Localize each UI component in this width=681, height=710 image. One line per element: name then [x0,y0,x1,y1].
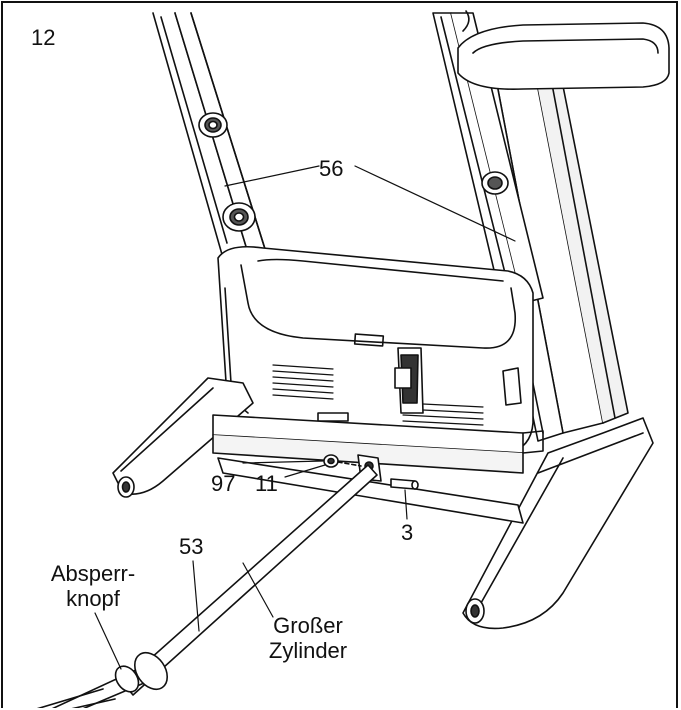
left-roller-upper [198,112,228,138]
bolt-assembly-line [337,461,362,467]
left-base-foot [112,377,254,498]
large-cylinder-line2: Zylinder [268,638,348,663]
latch [394,347,424,414]
treadmill-assembly-drawing [36,10,670,708]
large-cylinder [36,464,378,708]
pin-3 [390,478,419,490]
callout-11: 11 [255,471,278,496]
left-roller-lower [222,202,256,232]
handlebar [457,10,670,90]
right-roller-upper [481,171,509,195]
callout-53: 53 [179,534,204,559]
motor-hood [217,245,534,454]
callout-lock-knob: Absperr- knopf [43,563,143,610]
large-cylinder-line1: Großer [273,613,343,638]
vent-grille-left [272,364,334,400]
slot-left [317,412,349,422]
callout-97: 97 [211,471,236,496]
lock-knob-line2: knopf [66,586,120,611]
leader-lines [94,165,516,670]
callout-56: 56 [319,156,344,181]
callout-3: 3 [401,520,414,545]
lock-knob-line1: Absperr- [50,561,136,586]
right-base-foot [462,417,654,630]
callout-large-cylinder: Großer Zylinder [253,615,363,662]
step-number: 12 [31,25,56,50]
bolt-11 [323,454,339,468]
side-latch [502,367,522,406]
